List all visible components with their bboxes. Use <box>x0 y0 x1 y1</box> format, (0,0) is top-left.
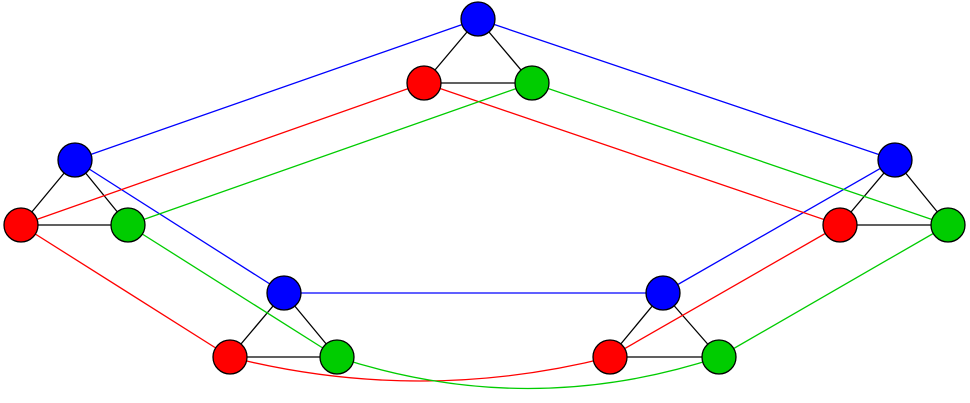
node-left-red <box>3 207 39 243</box>
node-bl-red <box>212 339 248 375</box>
node-right-green <box>930 207 966 243</box>
edge-green-bl-green-to-br-green <box>336 356 720 390</box>
node-top-green <box>514 65 550 101</box>
edge-blue-top-blue-to-left-blue <box>74 18 479 161</box>
edges-layer <box>20 18 949 390</box>
edge-red-left-red-to-bl-red <box>20 224 231 358</box>
edge-green-top-green-to-right-green <box>531 82 949 226</box>
edge-red-br-red-to-right-red <box>609 224 841 358</box>
node-br-red <box>592 339 628 375</box>
node-bl-green <box>319 339 355 375</box>
edge-red-bl-red-to-br-red <box>229 356 611 382</box>
node-br-green <box>701 339 737 375</box>
nodes-layer <box>3 1 966 375</box>
node-left-blue <box>57 142 93 178</box>
node-left-green <box>110 207 146 243</box>
node-right-blue <box>877 142 913 178</box>
edge-green-br-green-to-right-green <box>718 224 949 358</box>
edge-red-top-red-to-right-red <box>423 82 841 226</box>
node-br-blue <box>645 275 681 311</box>
node-bl-blue <box>266 275 302 311</box>
node-top-red <box>406 65 442 101</box>
node-right-red <box>822 207 858 243</box>
edge-blue-br-blue-to-right-blue <box>662 159 896 294</box>
edge-green-left-green-to-bl-green <box>127 224 338 358</box>
edge-blue-top-blue-to-right-blue <box>477 18 896 161</box>
node-top-blue <box>460 1 496 37</box>
edge-green-top-green-to-left-green <box>127 82 533 226</box>
edge-red-top-red-to-left-red <box>20 82 425 226</box>
edge-blue-left-blue-to-bl-blue <box>74 159 285 294</box>
